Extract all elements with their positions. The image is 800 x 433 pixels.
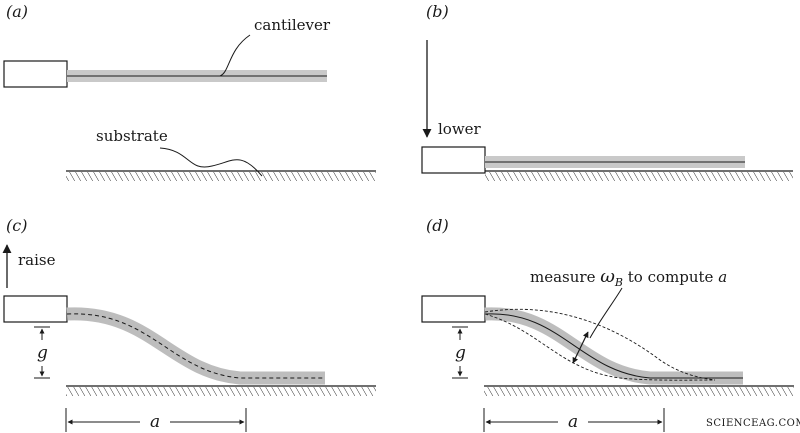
annotation-omega: ω [600,266,615,287]
panel-a-clamp-block [3,60,68,88]
panel-c-clamp-block [3,295,68,323]
panel-d-mode-shape-upper [484,308,716,381]
panel-d-gap-symbol: g [455,343,466,363]
panel-d-length-symbol: a [568,412,578,432]
panel-d-annotation-leader [589,287,623,339]
panel-b-label: (b) [426,2,449,21]
panel-c-label: (c) [6,216,27,235]
panel-d-beam-band [484,307,743,385]
panel-b-substrate-hatch [485,172,793,181]
annotation-prefix: measure [530,268,600,286]
panel-d-vibration-arrow [572,331,589,364]
panel-c: (c) raise g a [2,216,376,432]
substrate-callout: substrate [96,127,168,145]
cantilever-leader-line [219,34,251,77]
cantilever-callout: cantilever [254,16,331,34]
watermark: SCIENCEAG.COM [706,418,800,429]
panel-d-annotation: measure ωB to compute a [530,266,727,289]
raise-label: raise [18,251,56,269]
panel-c-gap-symbol: g [37,343,48,363]
panel-a-label: (a) [6,2,28,21]
annotation-target: a [718,268,727,286]
panel-d: (d) measure ωB to compute a g a [421,216,794,432]
annotation-suffix: to compute [623,268,718,286]
panel-c-beam-centerline [66,313,325,379]
panel-c-substrate-hatch [66,387,376,396]
panel-d-clamp-block [421,295,486,323]
panel-c-length-symbol: a [150,412,160,432]
panel-d-label: (d) [426,216,449,235]
panel-d-substrate-hatch [484,387,794,396]
panel-b: (b) lower [421,2,793,181]
panel-a-substrate-hatch [66,172,376,181]
annotation-subscript: B [614,276,623,289]
panel-a: (a) cantilever substrate [3,2,376,181]
panel-d-mode-shape-lower [484,313,716,381]
substrate-leader-line [159,147,263,177]
lower-label: lower [438,120,482,138]
panel-b-clamp-block [421,146,486,174]
panel-c-beam-band [66,307,325,385]
